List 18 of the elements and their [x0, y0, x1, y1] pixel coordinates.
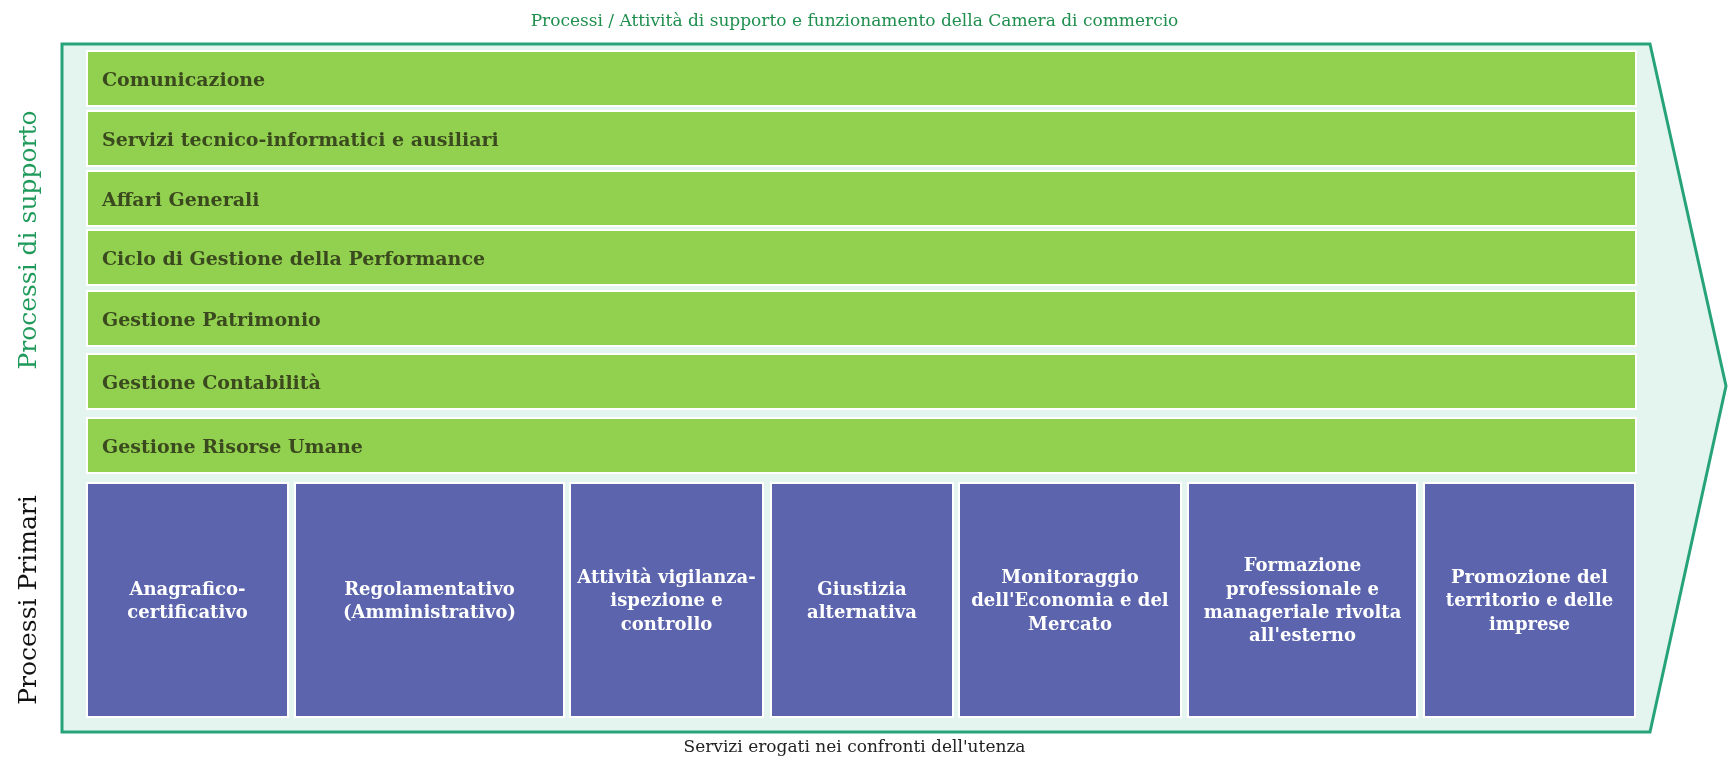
heading: Processi / Attività di supporto e funzionamento della Camera di commercio	[529, 10, 1180, 30]
primary-process-box: Formazione professionale e manageriale rivolta all'esterno	[1187, 482, 1418, 718]
side-label: Processi di supporto	[13, 109, 43, 372]
primary-process-box: Attività vigilanza-ispezione e controllo	[569, 482, 764, 718]
primary-process-box: Giustizia alternativa	[770, 482, 954, 718]
primary-process-box: Monitoraggio dell'Economia e del Mercato	[958, 482, 1182, 718]
side-label: Processi Primari	[13, 494, 43, 707]
primary-process-box: Regolamentativo (Amministrativo)	[294, 482, 565, 718]
support-process-bar: Ciclo di Gestione della Performance	[86, 229, 1637, 286]
primary-process-box: Promozione del territorio e delle imprese	[1423, 482, 1636, 718]
support-process-bar: Comunicazione	[86, 50, 1637, 107]
support-process-bar: Gestione Risorse Umane	[86, 417, 1637, 474]
support-process-bar: Gestione Patrimonio	[86, 290, 1637, 347]
support-process-bar: Affari Generali	[86, 170, 1637, 227]
primary-process-box: Anagrafico-certificativo	[86, 482, 289, 718]
support-process-bar: Gestione Contabilità	[86, 353, 1637, 410]
support-process-bar: Servizi tecnico-informatici e ausiliari	[86, 110, 1637, 167]
footer-text: Servizi erogati nei confronti dell'utenza	[682, 736, 1027, 756]
